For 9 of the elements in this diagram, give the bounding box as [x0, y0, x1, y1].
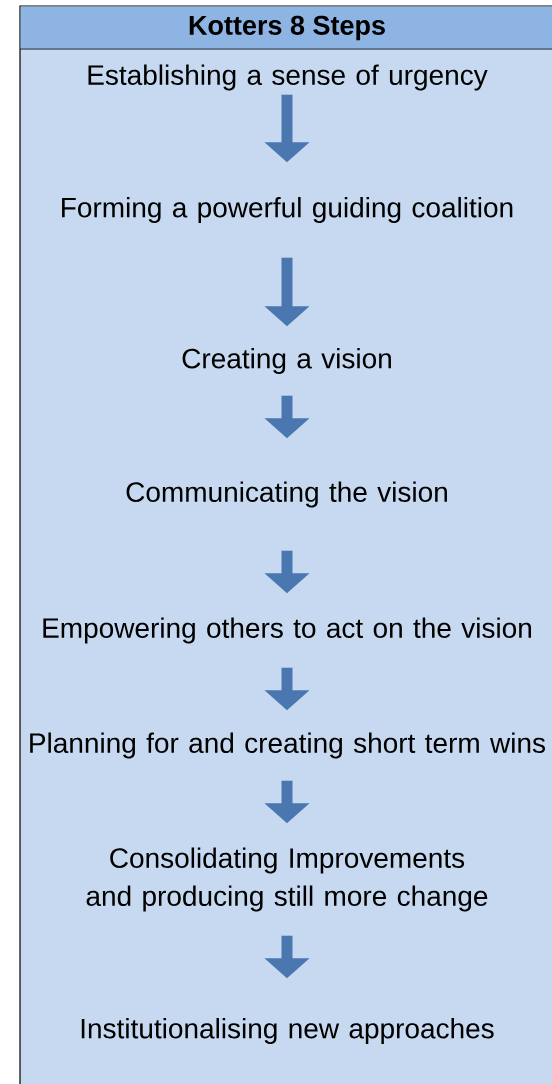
step-text: Forming a powerful guiding coalition [62, 196, 513, 224]
step-text: Consolidating Improvements and producing still more change [86, 847, 488, 912]
step-text: Institutionalising new approaches [81, 1017, 494, 1045]
step-text: Empowering others to act on the vision [43, 617, 531, 644]
title-band: Kotters 8 Steps [20, 6, 552, 49]
step-text: Planning for and creating short term wins [30, 732, 545, 759]
step-text: Communicating the vision [126, 481, 447, 508]
step-text: Establishing a sense of urgency [88, 64, 488, 91]
step-text: Creating a vision [182, 347, 391, 375]
